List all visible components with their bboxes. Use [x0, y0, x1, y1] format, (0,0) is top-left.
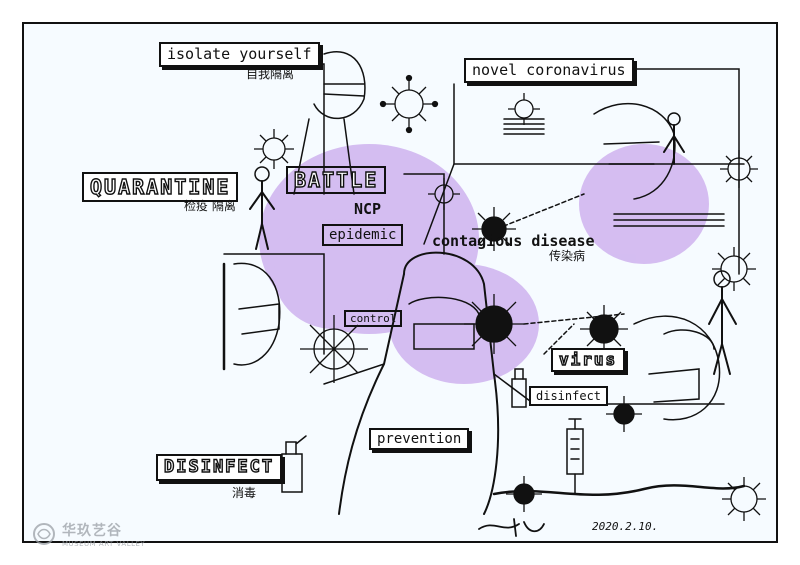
isolate-chinese-label: 自我隔离	[246, 67, 295, 81]
prevention-label: prevention	[369, 428, 470, 450]
virus-label: virus	[551, 348, 626, 372]
battle-label: BATTLE	[286, 166, 387, 194]
control-label: control	[344, 310, 403, 327]
quarantine-chinese-label: 检疫 隔离	[184, 199, 236, 213]
epidemic-label: epidemic	[322, 224, 404, 246]
watermark-logo-icon	[33, 523, 55, 545]
disinfect-big-label: DISINFECT	[156, 454, 283, 481]
watermark-name: 华玖艺谷	[62, 523, 122, 539]
disinfect-chinese-label: 消毒	[232, 486, 257, 500]
disinfect-small-label: disinfect	[529, 386, 609, 406]
novel-coronavirus-label: novel coronavirus	[464, 58, 634, 83]
ncp-label: NCP	[354, 200, 382, 218]
contagious-chinese-label: 传染病	[549, 249, 586, 263]
contagious-disease-label: contagious disease	[432, 232, 595, 250]
watermark-subtitle: MUSEUM ART VALLEY	[62, 540, 146, 548]
quarantine-label: QUARANTINE	[82, 172, 239, 202]
virus-drawings	[254, 74, 766, 521]
watermark: 华玖艺谷 MUSEUM ART VALLEY	[32, 520, 145, 548]
ink-illustration	[222, 51, 766, 537]
date-signature: 2020.2.10.	[592, 520, 659, 533]
pen-drawing-artwork: isolate yourself 自我隔离 novel coronavirus …	[22, 22, 778, 543]
purple-wash	[259, 144, 709, 384]
isolate-yourself-label: isolate yourself	[159, 42, 320, 67]
